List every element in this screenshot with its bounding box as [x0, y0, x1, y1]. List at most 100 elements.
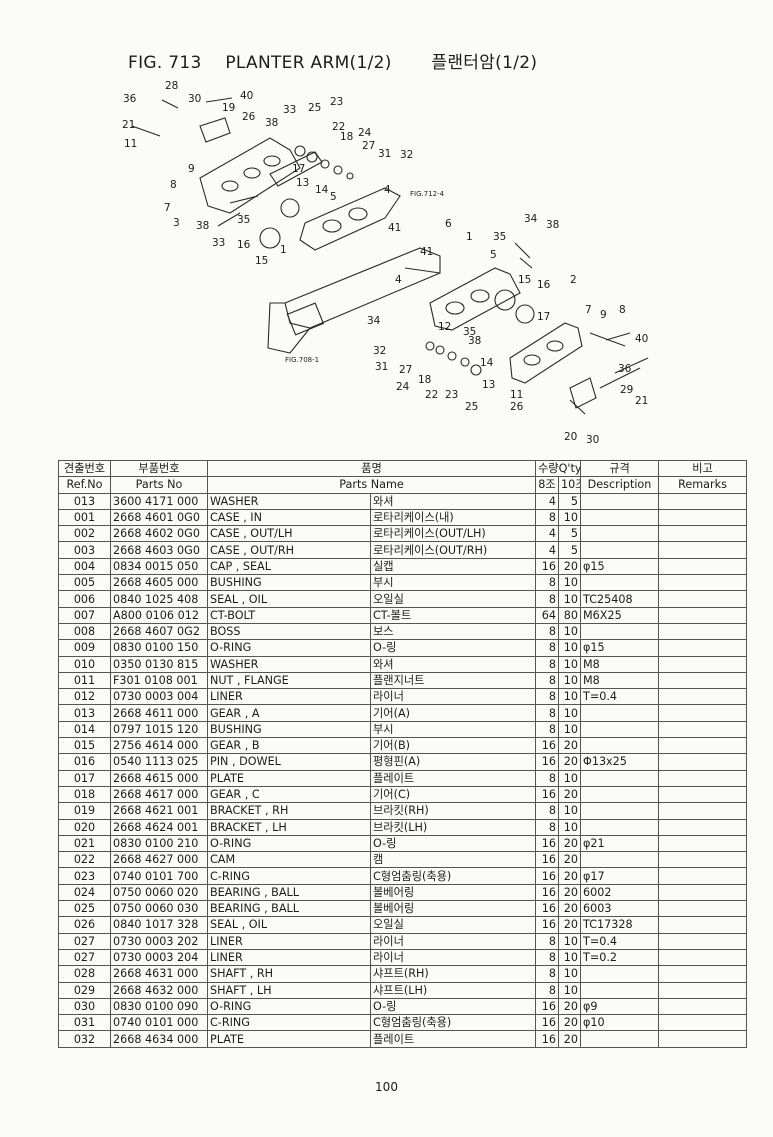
- cell-description: [580, 965, 660, 983]
- cell-qty-8: 16: [535, 867, 559, 885]
- cell-ref-no: 027: [58, 948, 111, 967]
- svg-text:5: 5: [490, 249, 497, 261]
- cell-part-no: 2668 4631 000: [110, 965, 208, 983]
- cell-qty-8: 8: [535, 508, 559, 527]
- cell-qty-8: 4: [535, 492, 559, 510]
- cell-description: [580, 574, 660, 592]
- svg-text:23: 23: [330, 96, 343, 108]
- svg-text:1: 1: [280, 244, 287, 256]
- cell-qty-8: 16: [535, 785, 559, 804]
- cell-remarks: [658, 834, 748, 853]
- cell-qty-8: 8: [535, 671, 559, 690]
- cell-description: [580, 769, 660, 787]
- cell-part-no: 3600 4171 000: [110, 492, 208, 510]
- svg-text:40: 40: [635, 333, 648, 345]
- cell-remarks: [658, 574, 748, 592]
- svg-text:25: 25: [465, 401, 478, 413]
- cell-part-no: 2668 4605 000: [110, 574, 208, 592]
- svg-text:34: 34: [524, 213, 538, 225]
- svg-text:8: 8: [619, 304, 626, 316]
- svg-text:26: 26: [242, 111, 256, 123]
- cell-part-no: 2668 4603 0G0: [110, 541, 208, 559]
- cell-name-english: PLATE: [207, 1030, 371, 1048]
- cell-description: 6003: [580, 900, 660, 918]
- cell-part-no: 0730 0003 004: [110, 688, 208, 706]
- cell-description: Φ13x25: [580, 753, 660, 771]
- svg-text:30: 30: [586, 434, 599, 446]
- cell-remarks: [658, 639, 748, 657]
- svg-text:20: 20: [564, 431, 577, 443]
- cell-remarks: [658, 965, 748, 983]
- svg-text:35: 35: [463, 326, 476, 338]
- cell-qty-10: 20: [557, 737, 582, 755]
- cell-remarks: [658, 1014, 748, 1032]
- cell-description: φ17: [580, 867, 660, 885]
- cell-part-no: 0830 0100 210: [110, 834, 208, 853]
- cell-name-english: CASE , OUT/RH: [207, 541, 371, 559]
- cell-qty-10: 10: [557, 639, 582, 657]
- svg-text:41: 41: [420, 246, 433, 258]
- cell-qty-8: 16: [535, 737, 559, 755]
- cell-ref-no: 027: [58, 932, 111, 950]
- cell-qty-8: 16: [535, 834, 559, 853]
- cell-part-no: 2668 4624 001: [110, 818, 208, 836]
- cell-part-no: 0834 0015 050: [110, 557, 208, 576]
- cell-qty-10: 20: [557, 557, 582, 576]
- cell-part-no: 2756 4614 000: [110, 737, 208, 755]
- cell-remarks: [658, 541, 748, 559]
- cell-qty-10: 10: [557, 948, 582, 967]
- cell-ref-no: 030: [58, 997, 111, 1016]
- cell-ref-no: 026: [58, 916, 111, 934]
- cell-name-korean: 라이너: [370, 948, 536, 967]
- svg-text:24: 24: [358, 127, 372, 139]
- cell-description: [580, 981, 660, 999]
- cell-qty-10: 5: [557, 492, 582, 510]
- cell-qty-10: 10: [557, 818, 582, 836]
- cell-name-korean: 라이너: [370, 932, 536, 950]
- cell-qty-10: 10: [557, 688, 582, 706]
- cell-description: [580, 622, 660, 641]
- cell-name-english: C-RING: [207, 867, 371, 885]
- svg-text:32: 32: [373, 345, 386, 357]
- cell-qty-10: 20: [557, 785, 582, 804]
- cell-description: [580, 525, 660, 543]
- cell-part-no: 0840 1025 408: [110, 590, 208, 608]
- cell-name-english: BEARING , BALL: [207, 883, 371, 902]
- cell-name-korean: 브라킷(LH): [370, 818, 536, 836]
- cell-part-no: 2668 4611 000: [110, 704, 208, 722]
- cell-description: 6002: [580, 883, 660, 902]
- cell-remarks: [658, 851, 748, 869]
- cell-ref-no: 006: [58, 590, 111, 608]
- cell-qty-8: 8: [535, 769, 559, 787]
- cell-part-no: 0750 0060 020: [110, 883, 208, 902]
- svg-text:38: 38: [468, 335, 481, 347]
- parts-table: 견출번호 부품번호 품명 수량Q'ty 규격 비고 Ref.No Parts N…: [58, 459, 748, 1048]
- cell-name-korean: 기어(A): [370, 704, 536, 722]
- cell-name-english: NUT , FLANGE: [207, 671, 371, 690]
- cell-qty-10: 20: [557, 753, 582, 771]
- cell-qty-10: 10: [557, 981, 582, 999]
- header-qty-8: 8조: [535, 476, 559, 494]
- cell-description: φ15: [580, 639, 660, 657]
- cell-ref-no: 008: [58, 622, 111, 641]
- svg-text:25: 25: [308, 102, 321, 114]
- cell-name-english: LINER: [207, 948, 371, 967]
- cell-qty-10: 10: [557, 704, 582, 722]
- cell-part-no: 2668 4621 001: [110, 802, 208, 820]
- svg-text:1: 1: [466, 231, 473, 243]
- cell-ref-no: 028: [58, 965, 111, 983]
- cell-remarks: [658, 557, 748, 576]
- cell-qty-10: 10: [557, 574, 582, 592]
- cell-qty-8: 8: [535, 655, 559, 673]
- cell-part-no: 0830 0100 090: [110, 997, 208, 1016]
